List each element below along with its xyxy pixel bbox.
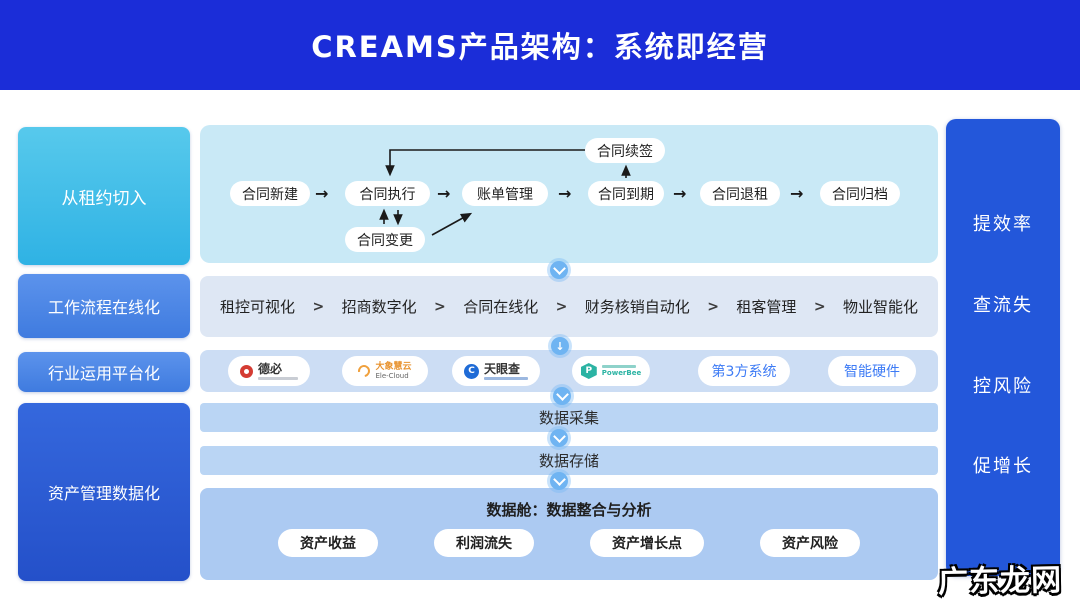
data-cabin-pill-row: 资产收益 利润流失 资产增长点 资产风险 <box>200 529 938 557</box>
left-nav-lease-entry: 从租约切入 <box>18 127 190 265</box>
left-nav-label: 工作流程在线化 <box>47 298 160 317</box>
chevron-down-icon <box>550 472 568 490</box>
flow-step-bill-manage: 账单管理 <box>462 181 548 206</box>
chevron-down-icon <box>550 261 568 279</box>
left-nav-label: 从租约切入 <box>61 188 147 209</box>
left-nav-label: 资产管理数据化 <box>47 484 160 503</box>
right-outcomes-panel: 提效率 查流失 控风险 促增长 <box>946 119 1060 576</box>
workflow-separator: > <box>707 298 719 315</box>
flow-arrow-icon: → <box>437 184 451 203</box>
flow-step-contract-create: 合同新建 <box>230 181 310 206</box>
flow-step-contract-change: 合同变更 <box>345 227 425 252</box>
left-nav-label: 行业运用平台化 <box>47 364 160 383</box>
flow-step-contract-quit: 合同退租 <box>700 181 780 206</box>
workflow-item-contract-online: 合同在线化 <box>463 298 539 316</box>
flow-arrow-icon: → <box>673 184 687 203</box>
data-store-label: 数据存储 <box>538 452 599 470</box>
workflow-item-finance-auto: 财务核销自动化 <box>584 298 690 316</box>
workflow-item-leasing-digital: 招商数字化 <box>341 298 417 316</box>
workflow-separator: > <box>434 298 446 315</box>
partner-name: 德必 <box>258 361 283 376</box>
ele-cloud-logo-icon <box>356 362 373 380</box>
platform-panel: 德必 大象慧云 Ele-Cloud C 天眼查 P PowerBee <box>200 350 938 392</box>
workflow-separator: > <box>555 298 568 315</box>
chevron-down-icon <box>553 387 571 405</box>
cabin-pill-asset-growth: 资产增长点 <box>590 529 704 557</box>
chevron-down-icon <box>550 429 568 447</box>
powerbee-logo-icon: P <box>580 363 597 379</box>
workflow-item-tenant-manage: 租客管理 <box>736 298 797 316</box>
workflow-item-property-smart: 物业智能化 <box>842 298 918 316</box>
flow-connectors <box>379 149 631 236</box>
workflow-separator: > <box>312 298 325 315</box>
arrow-down-icon: ↓ <box>551 337 569 355</box>
outcome-risk: 控风险 <box>973 376 1033 397</box>
partner-subtext-placeholder <box>484 376 528 380</box>
contract-flow-panel: 合同新建 → 合同执行 → 账单管理 → 合同到期 → 合同退租 → 合同归档 … <box>200 125 938 263</box>
cabin-pill-asset-risk: 资产风险 <box>760 529 860 557</box>
partner-powerbee: P PowerBee <box>572 356 650 386</box>
title-banner: CREAMS产品架构：系统即经营 <box>0 0 1080 90</box>
partner-tianyancha: C 天眼查 <box>452 356 540 386</box>
platform-pill-smart-hardware: 智能硬件 <box>828 356 916 386</box>
data-collect-bar: 数据采集 <box>200 403 938 432</box>
debi-logo-icon <box>240 364 253 378</box>
flow-step-contract-expire: 合同到期 <box>588 181 664 206</box>
tianyancha-logo-icon: C <box>464 363 479 379</box>
partner-debi: 德必 <box>228 356 310 386</box>
flow-step-contract-renew: 合同续签 <box>585 138 665 163</box>
partner-ele-cloud: 大象慧云 Ele-Cloud <box>342 356 428 386</box>
partner-name: PowerBee <box>601 369 642 377</box>
outcome-churn: 查流失 <box>973 295 1033 316</box>
workflow-panel: 租控可视化 > 招商数字化 > 合同在线化 > 财务核销自动化 > 租客管理 >… <box>200 276 938 337</box>
platform-pill-third-party: 第3方系统 <box>698 356 790 386</box>
workflow-item-rent-control: 租控可视化 <box>220 298 296 316</box>
partner-subtext-placeholder <box>601 365 636 368</box>
data-collect-label: 数据采集 <box>538 409 599 427</box>
partner-subtext-placeholder <box>258 376 298 380</box>
partner-subtext: Ele-Cloud <box>375 371 409 380</box>
data-cabin-panel: 数据舱：数据整合与分析 资产收益 利润流失 资产增长点 资产风险 <box>200 488 938 580</box>
page-title: CREAMS产品架构：系统即经营 <box>311 30 769 64</box>
workflow-separator: > <box>813 298 826 315</box>
cabin-pill-asset-income: 资产收益 <box>278 529 378 557</box>
flow-arrow-icon: → <box>558 184 572 203</box>
partner-name: 大象慧云 <box>375 361 412 372</box>
outcome-growth: 促增长 <box>973 456 1033 477</box>
left-nav-asset-data: 资产管理数据化 <box>18 403 190 581</box>
flow-step-contract-execute: 合同执行 <box>345 181 430 206</box>
flow-arrow-icon: → <box>315 184 329 203</box>
outcome-efficiency: 提效率 <box>973 214 1033 235</box>
flow-arrow-icon: → <box>790 184 804 203</box>
partner-name: 天眼查 <box>484 361 521 376</box>
left-nav-industry-platform: 行业运用平台化 <box>18 352 190 392</box>
data-store-bar: 数据存储 <box>200 446 938 475</box>
left-nav-workflow-online: 工作流程在线化 <box>18 274 190 338</box>
data-cabin-title: 数据舱：数据整合与分析 <box>486 501 652 519</box>
flow-step-contract-archive: 合同归档 <box>820 181 900 206</box>
watermark-text: 广东龙网 <box>937 562 1063 601</box>
cabin-pill-profit-loss: 利润流失 <box>434 529 534 557</box>
